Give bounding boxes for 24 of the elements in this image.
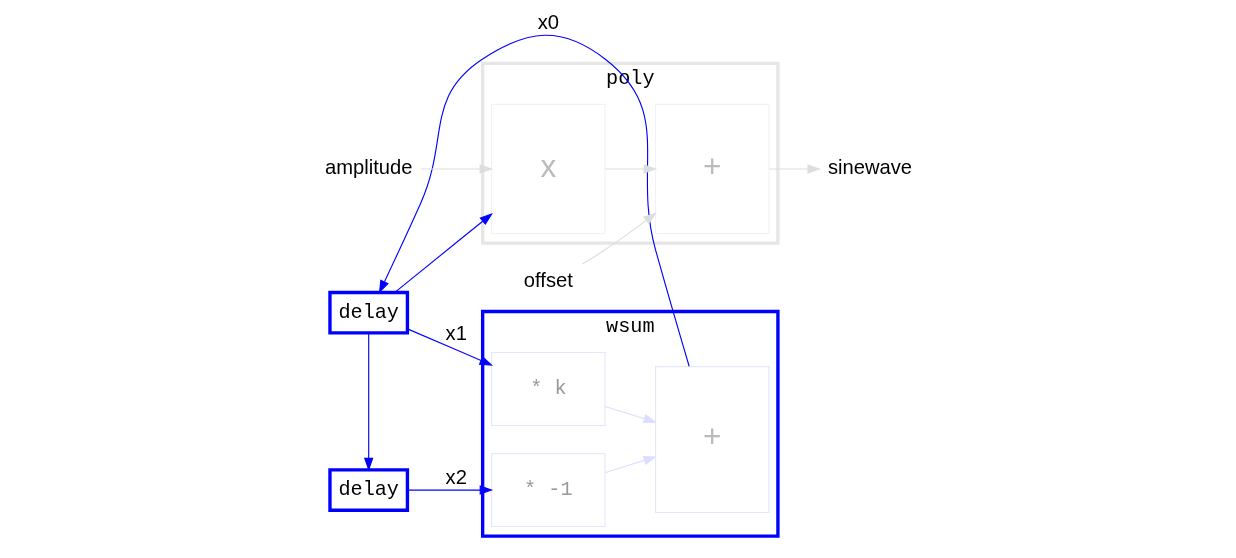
edge-label: x1 xyxy=(445,322,467,345)
arrow xyxy=(581,212,657,265)
edge-label: x2 xyxy=(445,465,467,488)
arrow xyxy=(768,164,821,174)
node-text: sinewave xyxy=(827,155,912,178)
arrow xyxy=(406,328,493,366)
node-box: + xyxy=(654,103,769,235)
node-box: * -1 xyxy=(490,453,606,528)
arrow xyxy=(604,164,657,174)
node-box: x xyxy=(490,103,606,235)
arrow xyxy=(604,405,657,424)
arrow xyxy=(393,212,493,293)
node-text: amplitude xyxy=(324,155,412,178)
node-text: offset xyxy=(523,269,573,292)
node-box: * k xyxy=(490,352,606,427)
arrow xyxy=(604,456,657,474)
node-box: delay xyxy=(327,290,409,335)
arrow xyxy=(378,34,690,367)
arrow xyxy=(420,164,493,174)
arrow xyxy=(406,485,493,495)
edge-label: x0 xyxy=(537,11,559,34)
node-box: delay xyxy=(327,468,409,512)
arrow xyxy=(363,332,373,472)
node-box: + xyxy=(654,366,769,514)
